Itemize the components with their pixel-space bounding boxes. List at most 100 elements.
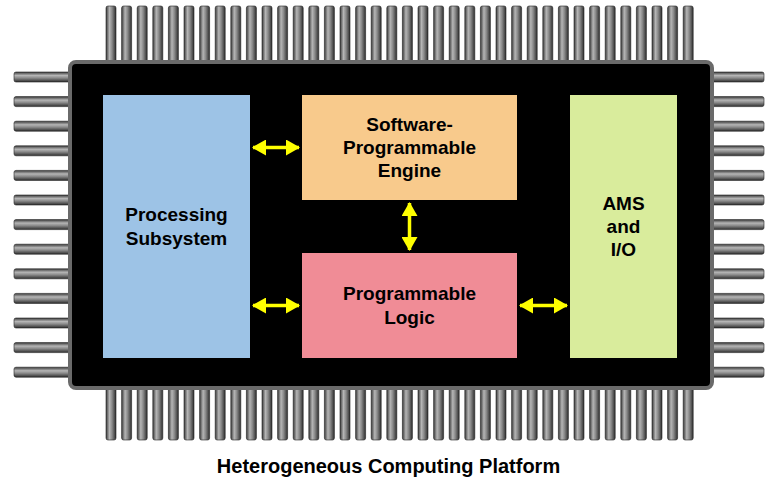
double-arrow: [253, 304, 299, 308]
chip-pin: [371, 386, 381, 440]
chip-pin: [496, 386, 506, 440]
chip-pin: [512, 6, 522, 64]
chip-pin: [558, 386, 568, 440]
chip-pin: [200, 6, 210, 64]
chip-pin: [246, 6, 256, 64]
chip-pin: [418, 6, 428, 64]
text-group: AMS and I/O: [602, 192, 644, 262]
chip-pin: [710, 293, 764, 303]
chip-pin: [215, 386, 225, 440]
chip-pin: [278, 386, 288, 440]
chip-pin: [710, 367, 764, 377]
chip-pin: [683, 386, 693, 440]
chip-pin: [246, 386, 256, 440]
chip-pin: [309, 386, 319, 440]
chip-pin: [340, 386, 350, 440]
block-label: Processing Subsystem: [125, 203, 227, 249]
chip-pin: [449, 6, 459, 64]
double-arrow: [253, 146, 299, 150]
chip-pin: [512, 386, 522, 440]
chip-pin: [122, 6, 132, 64]
chip-pin: [137, 386, 147, 440]
chip-pin: [106, 6, 116, 64]
chip-pin: [543, 386, 553, 440]
chip-pin: [168, 6, 178, 64]
chip-pin: [231, 386, 241, 440]
chip-pin: [418, 386, 428, 440]
chip-pin: [652, 386, 662, 440]
chip-pin: [324, 386, 334, 440]
chip-pin: [710, 343, 764, 353]
chip-body: [70, 62, 712, 388]
chip-pin: [356, 386, 366, 440]
block-label: AMS and I/O: [602, 192, 644, 262]
chip-pin: [710, 121, 764, 131]
chip-pin: [621, 6, 631, 64]
chip-pin: [449, 386, 459, 440]
io-block: AMS and I/O: [570, 95, 677, 358]
chip-pin: [153, 6, 163, 64]
chip-pin: [574, 386, 584, 440]
chip-pin: [387, 386, 397, 440]
chip-pin: [262, 386, 272, 440]
subsystem-block: Processing Subsystem: [103, 95, 250, 358]
chip-pin: [137, 6, 147, 64]
chip-pin: [215, 6, 225, 64]
figure-caption: Heterogeneous Computing Platform: [0, 455, 777, 478]
chip-pin: [668, 6, 678, 64]
chip-pin: [710, 244, 764, 254]
chip-pin: [527, 386, 537, 440]
chip-pin: [710, 170, 764, 180]
chip-pin: [153, 386, 163, 440]
chip-pin: [668, 386, 678, 440]
chip-pin: [184, 386, 194, 440]
chip-pin: [14, 195, 72, 205]
chip-pin: [710, 269, 764, 279]
block-label: Programmable Logic: [343, 282, 476, 328]
chip-pin: [434, 6, 444, 64]
chip-pin: [710, 72, 764, 82]
chip-pin: [621, 386, 631, 440]
chip-pin: [278, 6, 288, 64]
chip-pin: [184, 6, 194, 64]
logic-block: Programmable Logic: [302, 253, 517, 358]
chip-pin: [371, 6, 381, 64]
chip-pin: [14, 269, 72, 279]
text-group: Processing Subsystem: [125, 203, 227, 249]
chip-pin: [324, 6, 334, 64]
chip-pin: [14, 121, 72, 131]
text-group: Programmable Logic: [343, 282, 476, 328]
text-group: Software-Programmable Engine: [343, 113, 476, 183]
chip-pin: [710, 146, 764, 156]
chip-pin: [14, 343, 72, 353]
chip-pin: [590, 6, 600, 64]
chip-pin: [14, 72, 72, 82]
chip-pin: [434, 386, 444, 440]
chip-pin: [636, 6, 646, 64]
chip-pins: [14, 6, 764, 440]
chip-pin: [710, 195, 764, 205]
chip-pin: [605, 386, 615, 440]
chip-pin: [402, 386, 412, 440]
chip-pin: [14, 293, 72, 303]
chip-pin: [683, 6, 693, 64]
chip-pin: [14, 146, 72, 156]
chip-pin: [480, 386, 490, 440]
double-arrow: [408, 203, 412, 250]
chip-pin: [465, 386, 475, 440]
chip-pin: [480, 6, 490, 64]
chip-pin: [574, 6, 584, 64]
chip-pin: [262, 6, 272, 64]
chip-pin: [106, 386, 116, 440]
chip-pin: [402, 6, 412, 64]
chip-pin: [293, 386, 303, 440]
double-arrow: [520, 304, 567, 308]
chip-pin: [710, 97, 764, 107]
engine-block: Software-Programmable Engine: [302, 95, 517, 200]
chip-pin: [14, 367, 72, 377]
chip-pin: [231, 6, 241, 64]
chip-pin: [14, 220, 72, 230]
block-label: Software-Programmable Engine: [343, 113, 476, 183]
chip-pin: [496, 6, 506, 64]
